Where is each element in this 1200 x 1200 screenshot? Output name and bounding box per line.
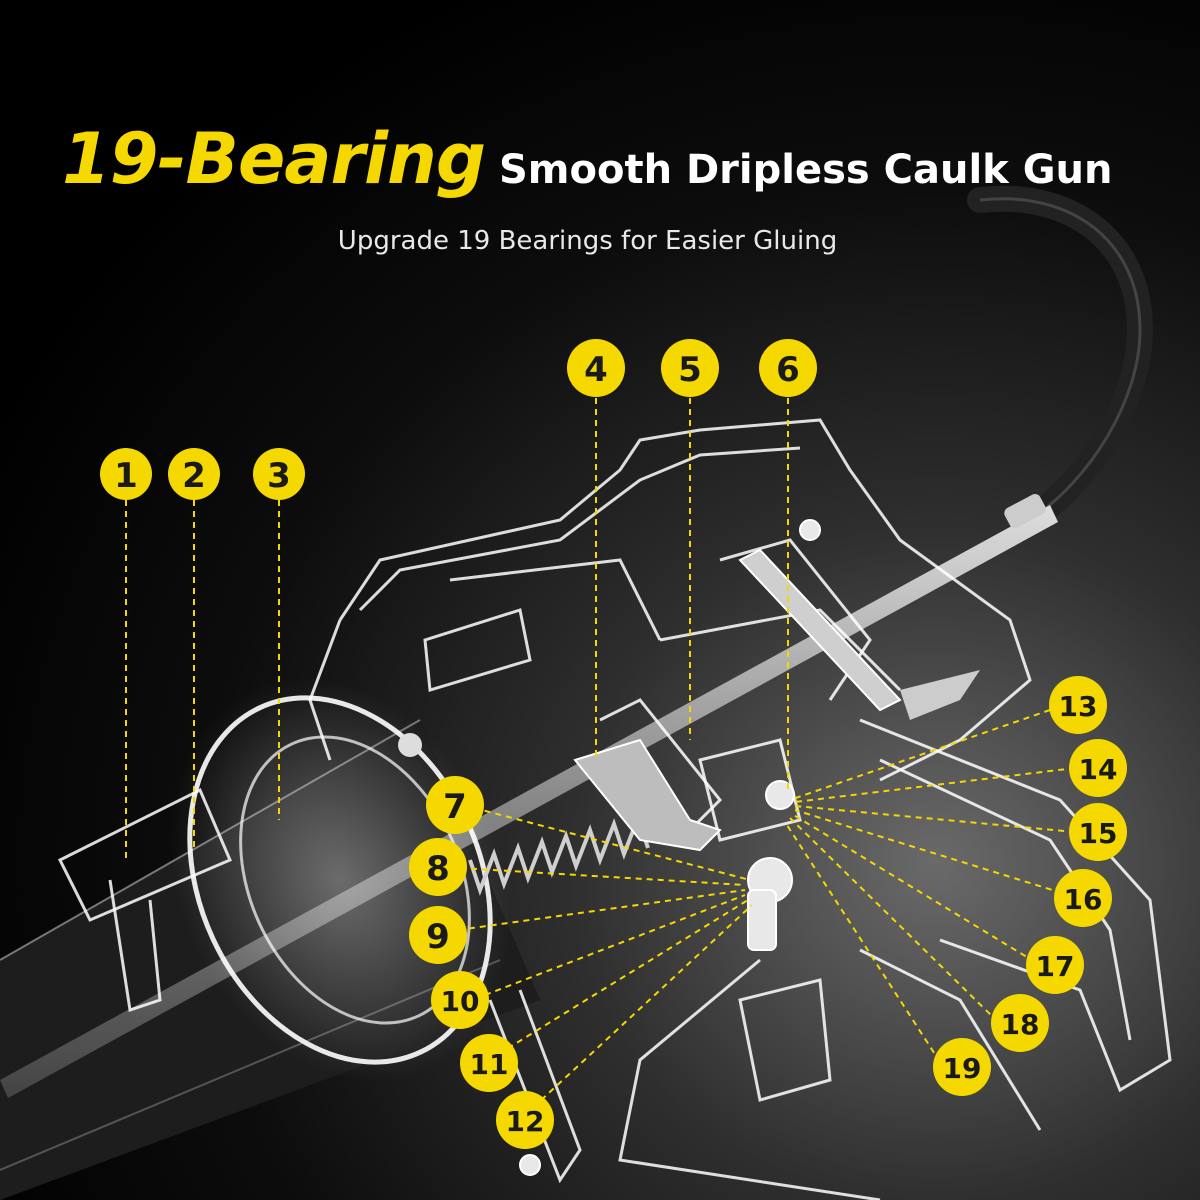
hook xyxy=(967,185,1154,533)
callout-14-label: 14 xyxy=(1079,753,1118,786)
callout-1: 1 xyxy=(100,448,152,500)
callout-badges: 1 2 3 4 5 6 7 8 9 10 11 12 13 14 15 16 1… xyxy=(100,339,1127,1149)
callout-7: 7 xyxy=(426,776,484,834)
callout-1-label: 1 xyxy=(114,456,138,496)
callout-18: 18 xyxy=(991,994,1049,1052)
page-subtitle: Upgrade 19 Bearings for Easier Gluing xyxy=(337,226,838,256)
callout-16-label: 16 xyxy=(1064,883,1103,916)
callout-14: 14 xyxy=(1069,739,1127,797)
callout-12: 12 xyxy=(496,1091,554,1149)
plunger-rod xyxy=(0,494,1058,1098)
callout-18-label: 18 xyxy=(1001,1008,1040,1041)
callout-3: 3 xyxy=(253,448,305,500)
callout-9: 9 xyxy=(409,906,467,964)
callout-5: 5 xyxy=(661,339,719,397)
callout-13-label: 13 xyxy=(1059,690,1098,723)
spring xyxy=(468,812,650,896)
callout-15: 15 xyxy=(1069,803,1127,861)
callout-19: 19 xyxy=(933,1038,991,1096)
callout-17: 17 xyxy=(1026,936,1084,994)
grip-plates xyxy=(573,548,980,852)
callout-17-label: 17 xyxy=(1036,950,1075,983)
callout-10: 10 xyxy=(431,971,489,1029)
callout-10-label: 10 xyxy=(441,985,480,1018)
callout-2: 2 xyxy=(168,448,220,500)
leader-lines xyxy=(125,398,1076,1116)
callout-4-label: 4 xyxy=(584,350,608,390)
callout-3-label: 3 xyxy=(267,456,291,496)
callout-7-label: 7 xyxy=(443,787,467,827)
title-highlight: 19-Bearing xyxy=(62,118,486,200)
callout-6-label: 6 xyxy=(776,350,800,390)
callout-8: 8 xyxy=(409,838,467,896)
callout-12-label: 12 xyxy=(506,1105,545,1138)
bearing-pins xyxy=(519,519,821,1176)
callout-15-label: 15 xyxy=(1079,817,1118,850)
title-rest: Smooth Dripless Caulk Gun xyxy=(499,147,1113,193)
callout-2-label: 2 xyxy=(182,456,206,496)
page-title: 19-Bearing Smooth Dripless Caulk Gun xyxy=(62,118,1162,200)
callout-16: 16 xyxy=(1054,869,1112,927)
callout-4: 4 xyxy=(567,339,625,397)
callout-11: 11 xyxy=(460,1034,518,1092)
callout-5-label: 5 xyxy=(678,350,702,390)
callout-19-label: 19 xyxy=(943,1052,982,1085)
callout-9-label: 9 xyxy=(426,917,450,957)
callout-8-label: 8 xyxy=(426,849,450,889)
callout-13: 13 xyxy=(1049,676,1107,734)
callout-6: 6 xyxy=(759,339,817,397)
callout-11-label: 11 xyxy=(470,1048,509,1081)
